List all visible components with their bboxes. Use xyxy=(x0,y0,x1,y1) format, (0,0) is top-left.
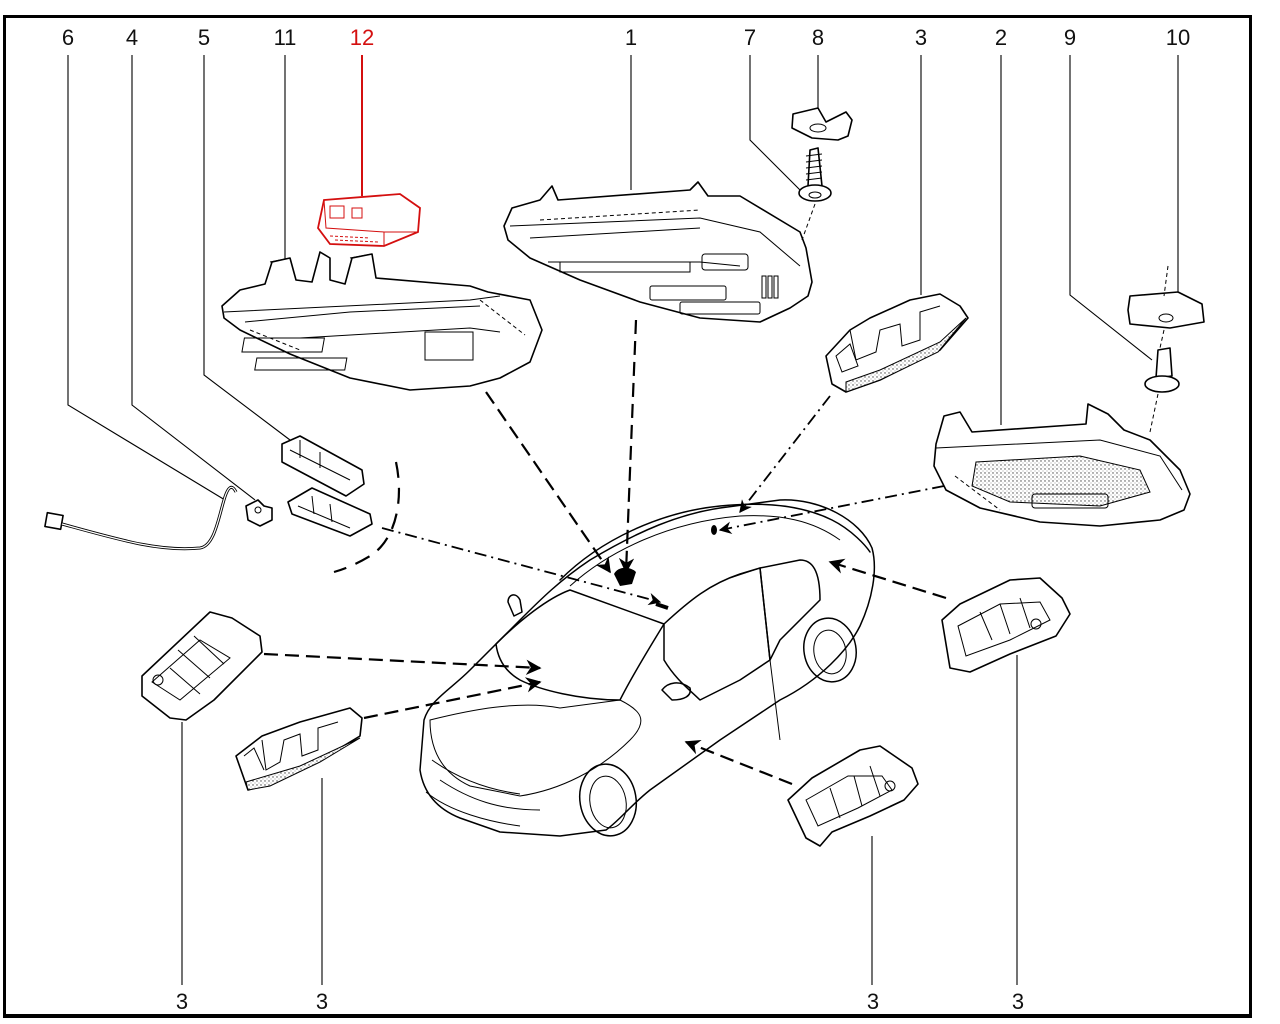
leader-lines xyxy=(67,55,1179,985)
arrow-end-mark xyxy=(655,602,669,610)
callout-label-11: 11 xyxy=(274,25,297,50)
part-3-courtesy-lamp-right-upper[interactable] xyxy=(941,577,1071,673)
callout-label-3-bottom-1: 3 xyxy=(176,989,188,1014)
top-callouts: 6 4 5 11 12 1 7 8 3 2 9 10 xyxy=(62,25,1190,50)
callout-label-1: 1 xyxy=(625,25,637,50)
callout-label-2: 2 xyxy=(995,25,1007,50)
car-outline xyxy=(419,499,876,837)
arrow-part3-to-roof-rear xyxy=(739,395,831,513)
part-3-courtesy-lamp-right-lower[interactable] xyxy=(787,745,919,847)
part-6-wiring-harness[interactable] xyxy=(44,485,238,551)
callout-label-9: 9 xyxy=(1064,25,1076,50)
arrow-lamp-to-dash-2 xyxy=(363,677,542,720)
callout-label-12: 12 xyxy=(350,25,374,50)
leader-line-4 xyxy=(131,55,256,501)
leader-line-9 xyxy=(1069,55,1153,361)
part-2-rear-overhead-lamp[interactable] xyxy=(933,403,1191,527)
arrow-part2-to-roof-rear xyxy=(718,485,945,534)
part-3-courtesy-lamp-lower-left-2[interactable] xyxy=(235,707,363,791)
callout-label-3-bottom-2: 3 xyxy=(316,989,328,1014)
part-11-front-console-left[interactable] xyxy=(221,251,543,391)
leader-line-6 xyxy=(67,55,226,501)
callout-label-3-bottom-3: 3 xyxy=(867,989,879,1014)
callout-label-6: 6 xyxy=(62,25,74,50)
part-12-control-module[interactable] xyxy=(317,193,421,247)
arrow-part5-to-roof xyxy=(381,527,662,606)
assembly-arrows xyxy=(263,319,947,786)
leader-line-7 xyxy=(749,55,801,191)
callout-label-4: 4 xyxy=(126,25,138,50)
roof-rear-mount-point xyxy=(711,525,717,535)
arrow-lamp-to-rear-door xyxy=(828,558,947,600)
callout-label-3: 3 xyxy=(915,25,927,50)
part-10-speed-nut[interactable] xyxy=(1127,265,1205,329)
callout-label-8: 8 xyxy=(812,25,824,50)
part-7-screw[interactable] xyxy=(798,147,832,241)
part-3-courtesy-lamp-lower-left-1[interactable] xyxy=(141,611,263,721)
callout-label-3-bottom-4: 3 xyxy=(1012,989,1024,1014)
callout-label-7: 7 xyxy=(744,25,756,50)
callout-label-5: 5 xyxy=(198,25,210,50)
part-5-lamp-lens[interactable] xyxy=(281,435,373,537)
arrow-part1-to-roof xyxy=(618,319,638,574)
roof-mount-point xyxy=(614,567,636,586)
callout-label-10: 10 xyxy=(1166,25,1190,50)
part-8-speed-nut[interactable] xyxy=(791,107,853,141)
arrow-part11-to-roof xyxy=(485,391,611,574)
bottom-callouts: 3 3 3 3 xyxy=(176,989,1024,1014)
arrow-lamp-to-front-door xyxy=(684,739,793,786)
part-4-connector-clip[interactable] xyxy=(245,499,273,527)
leader-line-5 xyxy=(203,55,291,441)
region-arc xyxy=(333,461,401,574)
part-3-courtesy-lamp-upper[interactable] xyxy=(825,293,969,393)
arrow-lamp-to-dash-1 xyxy=(263,652,542,675)
part-1-front-console-center[interactable] xyxy=(503,181,813,323)
part-9-screw[interactable] xyxy=(1144,329,1180,433)
